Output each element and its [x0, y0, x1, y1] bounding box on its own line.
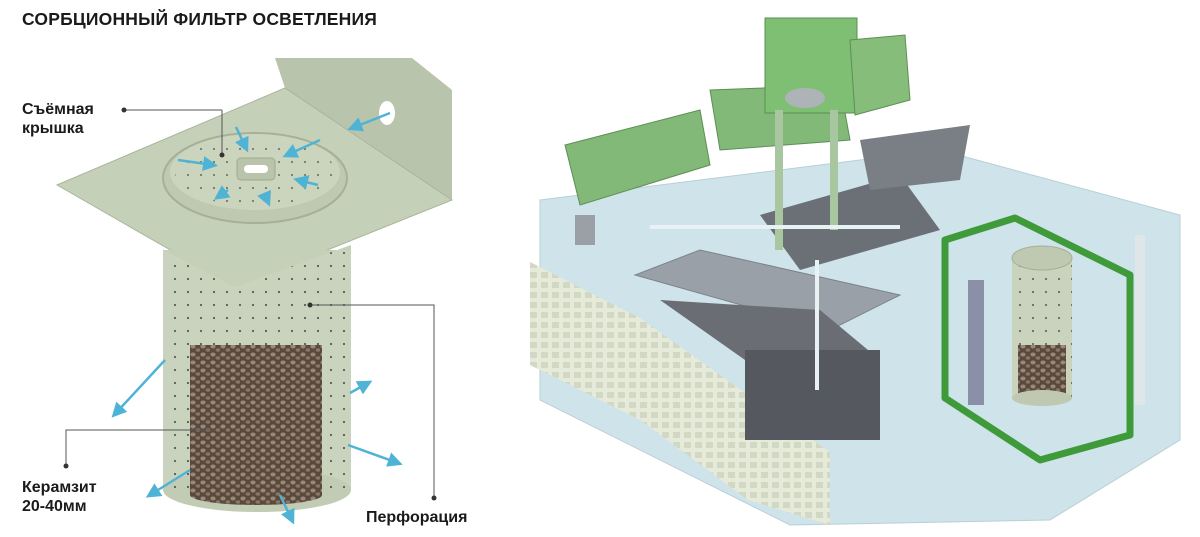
leader-lines — [65, 109, 435, 498]
label-keramzit: Керамзит 20-40мм — [22, 478, 97, 516]
sorption-filter — [55, 58, 454, 525]
green-equipment-left — [564, 109, 711, 206]
treatment-plant — [530, 17, 1181, 526]
keramzit-fill — [190, 345, 322, 495]
label-removable-lid: Съёмная крышка — [22, 100, 94, 138]
label-lid-line2: крышка — [22, 120, 84, 137]
label-filler-line1: Керамзит — [22, 479, 97, 496]
label-filler-line2: 20-40мм — [22, 498, 87, 515]
label-perforation: Перфорация — [366, 509, 468, 526]
highlighted-filter-box — [941, 214, 1134, 464]
control-cabinet — [764, 17, 858, 114]
label-lid-line1: Съёмная — [22, 101, 94, 118]
diagram-title: СОРБЦИОННЫЙ ФИЛЬТР ОСВЕТЛЕНИЯ — [22, 9, 378, 29]
flow-arrows — [111, 111, 403, 525]
outer-grid-wall — [530, 262, 640, 420]
